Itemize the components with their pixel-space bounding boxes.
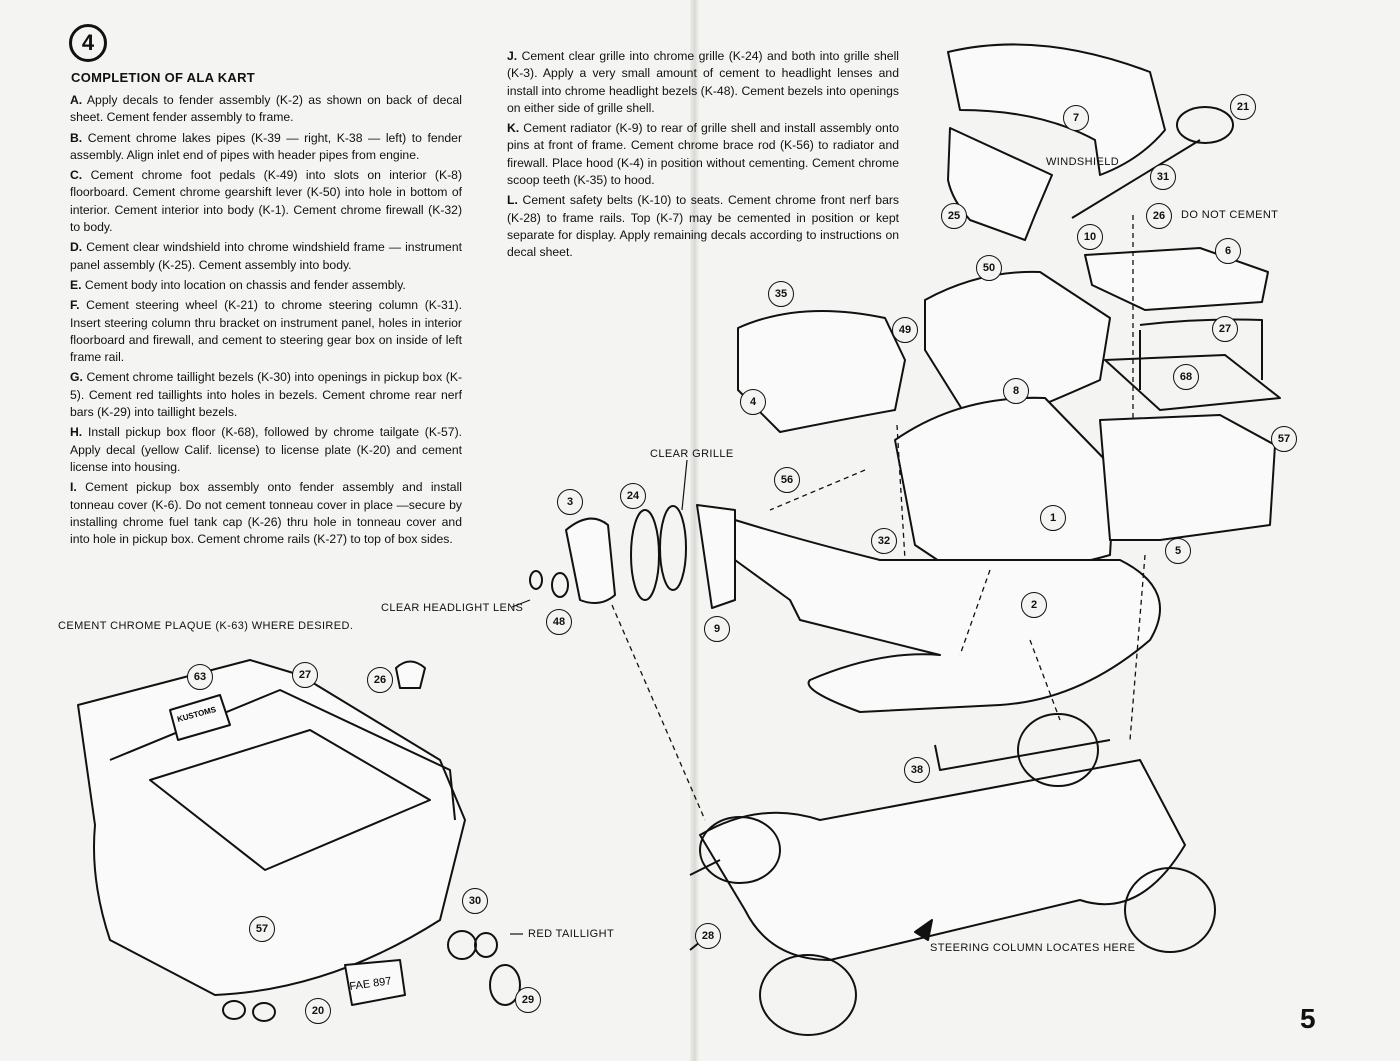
callout-25: 25 [941,203,967,229]
instruction-a: A. Apply decals to fender assembly (K-2)… [70,93,462,125]
instruction-f: F. Cement steering wheel (K-21) to chrom… [70,298,462,365]
top-part [947,43,1166,176]
step-number-badge: 4 [69,24,107,62]
license-plate [344,959,406,1006]
front-wheel-left [699,816,781,884]
callout-57-box: 57 [249,916,275,942]
callout-7: 7 [1063,105,1089,131]
body [894,396,1116,576]
grille-shell [565,517,616,605]
rear-nerf-bar [489,964,521,1006]
pickup-box-inner [149,729,431,871]
callout-57: 57 [1271,426,1297,452]
chrome-grille [630,509,660,601]
callout-6: 6 [1215,238,1241,264]
callout-27-box: 27 [292,662,318,688]
instruction-k: K. Cement radiator (K-9) to rear of gril… [507,121,899,188]
callout-9: 9 [704,616,730,642]
callout-50: 50 [976,255,1002,281]
fuel-tank-cap [395,660,426,689]
callout-28: 28 [695,923,721,949]
exhaust-right [252,1002,276,1022]
instruction-l: L. Cement safety belts (K-10) to seats. … [507,193,900,260]
callout-27: 27 [1212,316,1238,342]
callout-49: 49 [892,317,918,343]
steering-column-label: STEERING COLUMN LOCATES HERE [930,942,1136,954]
page-number: 5 [1300,1003,1316,1034]
callout-29: 29 [515,987,541,1013]
chassis-frame [699,759,1186,961]
callout-48: 48 [546,609,572,635]
hood [737,309,906,433]
box-floor [1104,354,1281,411]
instruction-g: G. Cement chrome taillight bezels (K-30)… [70,370,463,420]
instruction-h: H. Install pickup box floor (K-68), foll… [70,425,463,474]
callout-35: 35 [768,281,794,307]
callout-30: 30 [462,888,488,914]
chrome-rails [1139,318,1263,390]
callout-1: 1 [1040,505,1066,531]
license-plate-text: FAE 897 [349,975,392,993]
clear-grille-label: CLEAR GRILLE [650,448,734,460]
fender-assembly [734,519,1161,713]
leader-lines [611,215,1146,821]
callout-26: 26 [1146,203,1172,229]
red-taillight [474,932,498,958]
windshield-label: WINDSHIELD [1046,156,1120,168]
cement-plaque-label: CEMENT CHROME PLAQUE (K-63) WHERE DESIRE… [58,620,354,632]
callout-20: 20 [305,998,331,1024]
headlight-bezel [551,572,569,598]
lakes-pipes [934,739,1111,771]
callout-26-box: 26 [367,667,393,693]
rear-wheel-right [1124,867,1216,953]
callout-8: 8 [1003,378,1029,404]
callout-10: 10 [1077,224,1103,250]
instruction-e: E. Cement body into location on chassis … [70,277,406,292]
exhaust-left [222,1000,246,1020]
instructions-left-column: A. Apply decals to fender assembly (K-2)… [70,92,462,551]
pickup-box-detail [77,659,466,996]
steering-column [1071,139,1201,219]
callout-68: 68 [1173,364,1199,390]
rear-wheel-left [1017,713,1099,787]
callout-24: 24 [620,483,646,509]
section-heading: COMPLETION OF ALA KART [71,70,256,85]
callout-38: 38 [904,757,930,783]
callout-63: 63 [187,664,213,690]
callout-4: 4 [740,389,766,415]
red-taillight-label: RED TAILLIGHT [528,928,615,940]
clear-grille [659,505,687,591]
radiator [696,504,736,609]
page-fold [690,0,700,1061]
do-not-cement-label: DO NOT CEMENT [1181,209,1279,221]
headlight-lens [529,570,543,590]
plaque [169,694,231,741]
instructions-right-column: J. Cement clear grille into chrome grill… [507,48,899,265]
taillight-bezel [447,930,477,960]
callout-32: 32 [871,528,897,554]
pickup-box [1099,414,1276,541]
instruction-c: C. Cement chrome foot pedals (K-49) into… [70,168,462,235]
callout-2: 2 [1021,592,1047,618]
instruction-i: I. Cement pickup box assembly onto fende… [70,480,462,547]
clear-headlight-lens-label: CLEAR HEADLIGHT LENS [381,602,524,614]
callout-3: 3 [557,489,583,515]
arrow-icon [914,919,933,941]
callout-21: 21 [1230,94,1256,120]
callout-56: 56 [774,467,800,493]
instruction-d: D. Cement clear windshield into chrome w… [70,240,462,272]
front-wheel-right [759,954,857,1036]
instruction-b: B. Cement chrome lakes pipes (K-39 — rig… [70,130,462,162]
tonneau-cover [1084,247,1269,311]
instruction-j: J. Cement clear grille into chrome grill… [507,49,899,115]
callout-31: 31 [1150,164,1176,190]
steering-wheel [1176,106,1234,144]
callout-5: 5 [1165,538,1191,564]
